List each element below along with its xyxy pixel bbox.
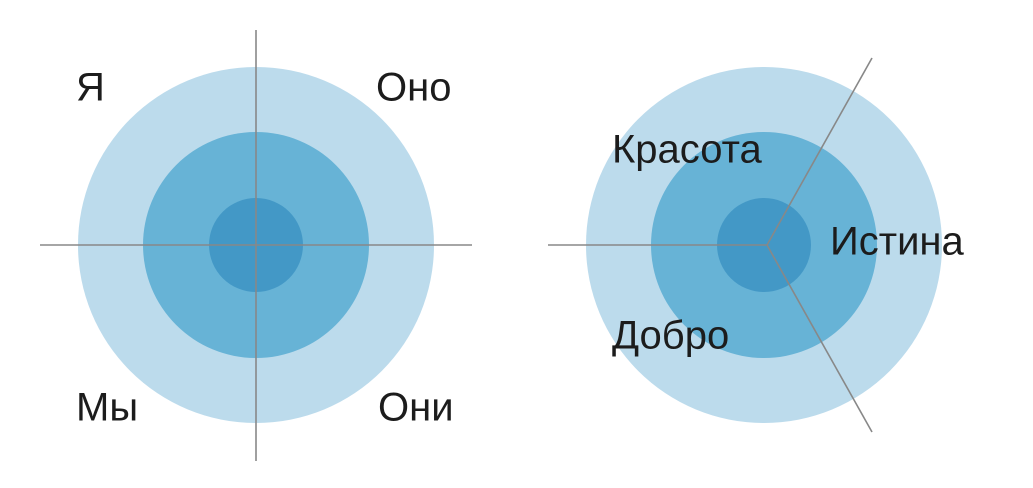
triad-diagram: Красота Истина Добро — [548, 57, 965, 433]
triad-label-upper-left: Красота — [612, 128, 762, 172]
triad-label-lower-left: Добро — [612, 314, 729, 358]
quadrant-label-bottom-right: Они — [378, 386, 454, 430]
quadrant-label-top-left: Я — [76, 66, 105, 110]
quadrant-label-top-right: Оно — [376, 66, 451, 110]
triad-upper-axis — [766, 57, 873, 246]
triad-label-right: Истина — [830, 220, 965, 264]
triad-lower-axis — [766, 244, 873, 433]
quadrant-diagram: Я Оно Мы Они — [40, 30, 472, 461]
quadrant-label-bottom-left: Мы — [76, 386, 138, 430]
